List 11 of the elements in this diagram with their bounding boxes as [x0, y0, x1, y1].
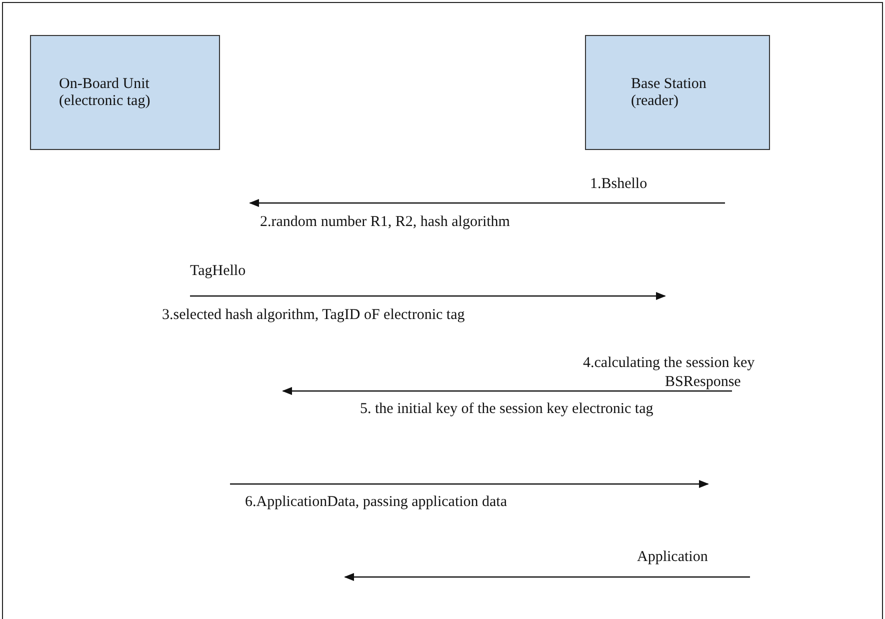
message-label: TagHello — [190, 263, 246, 280]
message-label: 5. the initial key of the session key electronic tag — [360, 401, 654, 418]
station-box: Base Station (reader) — [585, 35, 770, 150]
message-label: 1.Bshello — [590, 176, 648, 193]
message-label: 6.ApplicationData, passing application data — [245, 494, 508, 511]
message-label: 3.selected hash algorithm, TagID oF electronic tag — [162, 307, 465, 324]
message-label: BSResponse — [665, 374, 741, 391]
message-label: 4.calculating the session key — [583, 355, 755, 372]
message-label: Application — [637, 549, 708, 566]
message-label: 2.random number R1, R2, hash algorithm — [260, 214, 510, 231]
unit-box: On-Board Unit (electronic tag) — [30, 35, 220, 150]
